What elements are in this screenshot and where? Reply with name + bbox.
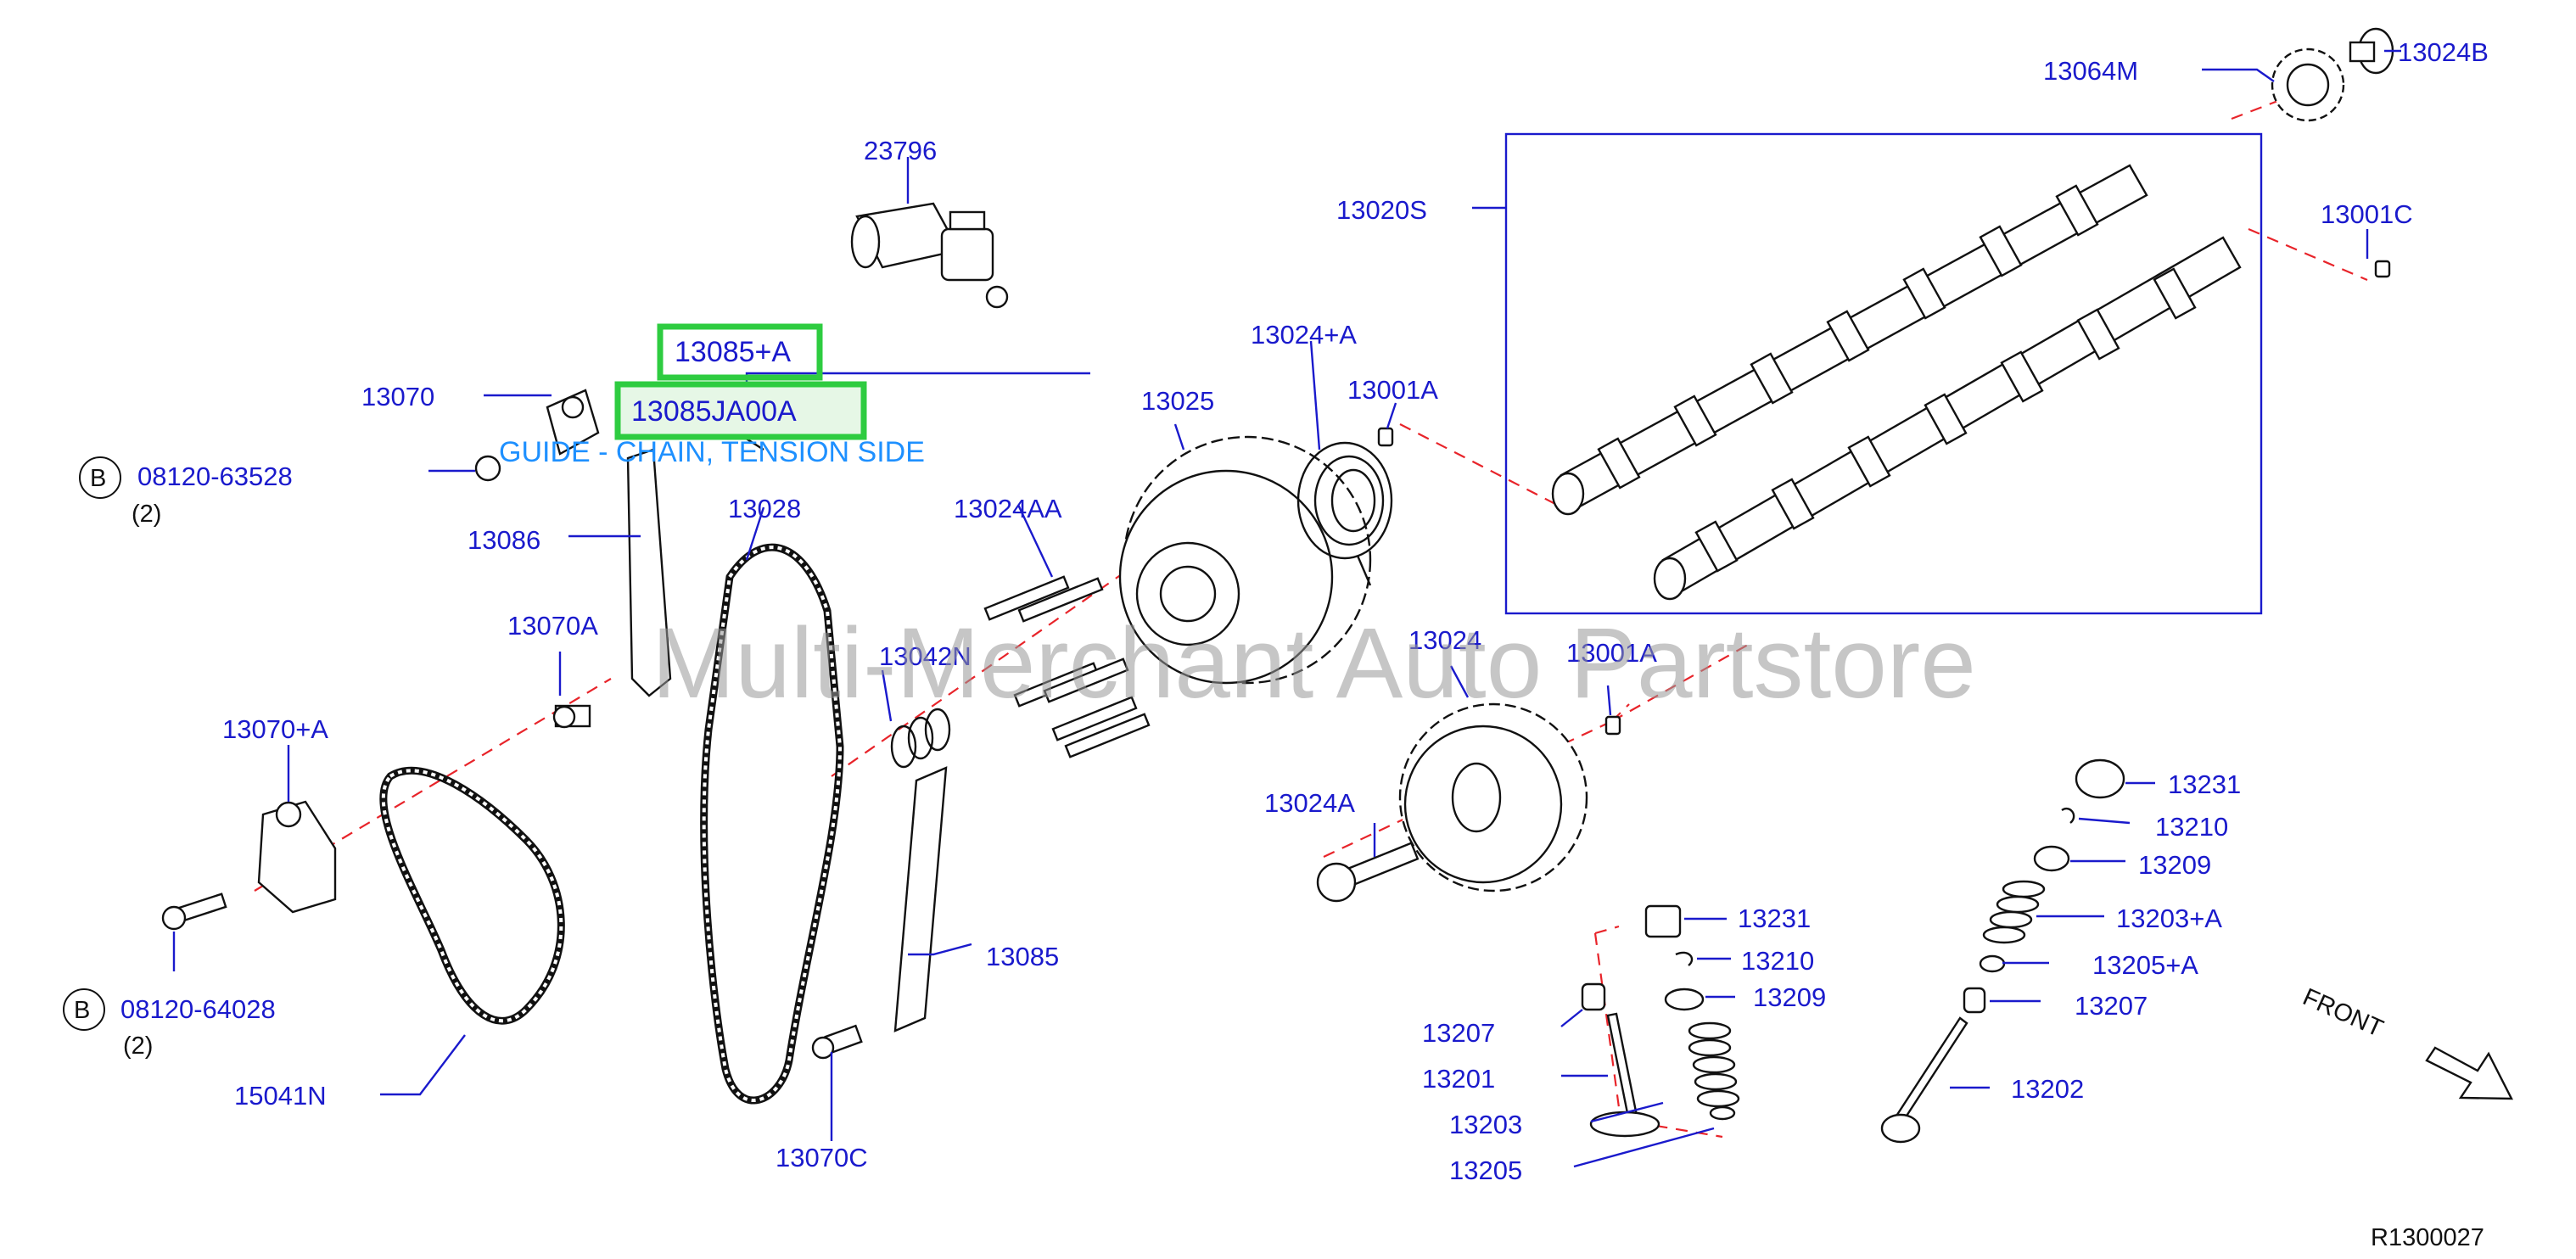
callout-b-icon — [79, 456, 121, 499]
label-b1-letter: B — [90, 465, 106, 492]
tensioner-13070 — [546, 389, 600, 456]
label-13231-right[interactable]: 13231 — [2168, 769, 2241, 799]
label-13203[interactable]: 13203 — [1449, 1110, 1522, 1139]
part-labels: 23796 13085+A 13085JA00A GUIDE - CHAIN, … — [63, 37, 2489, 1251]
bolts-13024aa — [983, 575, 1151, 758]
label-13205plusa[interactable]: 13205+A — [2092, 950, 2198, 980]
label-13203plusa[interactable]: 13203+A — [2116, 904, 2222, 933]
label-13202[interactable]: 13202 — [2011, 1074, 2084, 1104]
label-front: FRONT — [2299, 983, 2388, 1043]
label-13207-left[interactable]: 13207 — [1422, 1018, 1495, 1048]
return-spring — [1296, 441, 1393, 586]
cam-sprocket-13025 — [1118, 435, 1372, 685]
valve-parts-right — [1880, 758, 2125, 1144]
highlight-box-13085plusa[interactable] — [657, 323, 823, 381]
label-b2-number[interactable]: 08120-64028 — [120, 994, 276, 1024]
label-desc-guide-chain: GUIDE - CHAIN, TENSION SIDE — [499, 436, 925, 468]
cam-sprocket-13024 — [1398, 702, 1588, 892]
camshaft-box — [1504, 132, 2263, 615]
label-13210-left[interactable]: 13210 — [1741, 946, 1814, 976]
guide-13085 — [893, 766, 948, 1032]
valve-parts-left — [1581, 904, 1740, 1138]
label-13085[interactable]: 13085 — [986, 942, 1059, 971]
label-13001c[interactable]: 13001C — [2321, 199, 2413, 229]
label-b1-qty: (2) — [132, 501, 161, 528]
label-13205[interactable]: 13205 — [1449, 1155, 1522, 1185]
label-reference: R1300027 — [2371, 1224, 2484, 1251]
camshaft-upper — [1551, 164, 2148, 516]
label-13024a[interactable]: 13024A — [1264, 788, 1355, 818]
timing-chain-13028 — [700, 543, 844, 1105]
label-13209-left[interactable]: 13209 — [1753, 982, 1826, 1012]
watermark-text: Multi-Merchant Auto Partstore — [652, 607, 1976, 719]
label-13024[interactable]: 13024 — [1408, 625, 1481, 655]
dowel-13001a-mid — [1604, 715, 1621, 736]
label-13201[interactable]: 13201 — [1422, 1064, 1495, 1094]
guide-13086 — [626, 448, 672, 697]
washers-13042n — [890, 708, 951, 769]
cam-sensor-plate — [2271, 48, 2345, 122]
dowel-13001a-top — [1377, 427, 1394, 447]
label-b1-number[interactable]: 08120-63528 — [137, 462, 293, 491]
label-15041n[interactable]: 15041N — [234, 1081, 327, 1111]
label-13001a-top[interactable]: 13001A — [1347, 375, 1438, 405]
label-23796[interactable]: 23796 — [864, 136, 937, 165]
label-13085ja00a[interactable]: 13085JA00A — [631, 395, 797, 428]
bolt-13070c — [811, 1024, 863, 1060]
label-13070c[interactable]: 13070C — [776, 1143, 868, 1172]
bolt-b1 — [474, 455, 501, 482]
label-13086[interactable]: 13086 — [468, 525, 540, 555]
label-13210-right[interactable]: 13210 — [2155, 812, 2228, 842]
highlight-box-13085ja00a[interactable] — [614, 381, 867, 440]
camshaft-lower — [1653, 236, 2242, 601]
label-13231-left[interactable]: 13231 — [1738, 904, 1811, 933]
label-13207-right[interactable]: 13207 — [2075, 991, 2148, 1021]
bolt-13070a — [552, 704, 591, 729]
label-13024b[interactable]: 13024B — [2398, 37, 2489, 67]
label-13028[interactable]: 13028 — [728, 494, 801, 523]
label-13070plusa[interactable]: 13070+A — [222, 714, 328, 744]
label-13025[interactable]: 13025 — [1141, 386, 1214, 416]
label-13001a-mid[interactable]: 13001A — [1566, 638, 1657, 668]
tensioner-13070plusa — [257, 800, 337, 914]
label-13209-right[interactable]: 13209 — [2138, 850, 2211, 880]
bolt-13024a — [1316, 842, 1420, 903]
bolt-b2 — [161, 892, 227, 931]
label-13064m[interactable]: 13064M — [2043, 56, 2138, 86]
solenoid-23796 — [850, 202, 1009, 309]
timing-chain-15041n — [379, 766, 565, 1025]
label-13020s[interactable]: 13020S — [1336, 195, 1427, 225]
label-13024aa[interactable]: 13024AA — [954, 494, 1062, 523]
label-b2-qty: (2) — [123, 1032, 153, 1060]
label-13024plusa[interactable]: 13024+A — [1251, 320, 1357, 350]
dowel-13001c — [2374, 260, 2391, 278]
callout-b-icon-2 — [63, 988, 105, 1031]
label-b2-letter: B — [74, 997, 90, 1024]
label-13085plusa[interactable]: 13085+A — [675, 336, 791, 368]
label-13070[interactable]: 13070 — [361, 382, 434, 411]
label-13042n[interactable]: 13042N — [879, 641, 972, 671]
front-arrow-icon — [2425, 1046, 2513, 1100]
label-13070a[interactable]: 13070A — [507, 611, 598, 641]
